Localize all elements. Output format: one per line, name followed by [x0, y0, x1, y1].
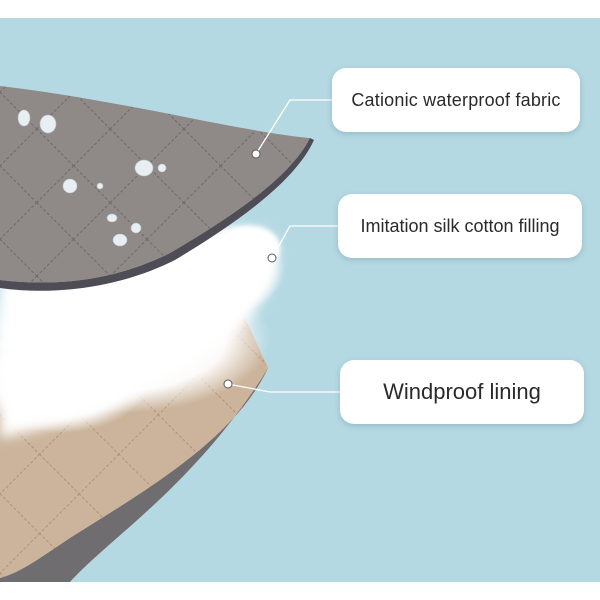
label-cotton-filling: Imitation silk cotton filling	[338, 194, 582, 258]
label-waterproof-fabric-text: Cationic waterproof fabric	[351, 89, 561, 110]
label-waterproof-fabric: Cationic waterproof fabric	[332, 68, 580, 132]
label-cotton-filling-text: Imitation silk cotton filling	[360, 215, 560, 236]
waterproof-fabric-layer	[0, 86, 314, 291]
marker-dots	[223, 149, 277, 389]
leader-lines	[227, 99, 340, 393]
water-droplets	[17, 109, 167, 247]
fabric-layers-illustration	[0, 86, 340, 582]
label-windproof-lining: Windproof lining	[340, 360, 584, 424]
label-windproof-lining-text: Windproof lining	[383, 379, 541, 404]
layer-diagram: Cationic waterproof fabric Imitation sil…	[0, 18, 600, 582]
